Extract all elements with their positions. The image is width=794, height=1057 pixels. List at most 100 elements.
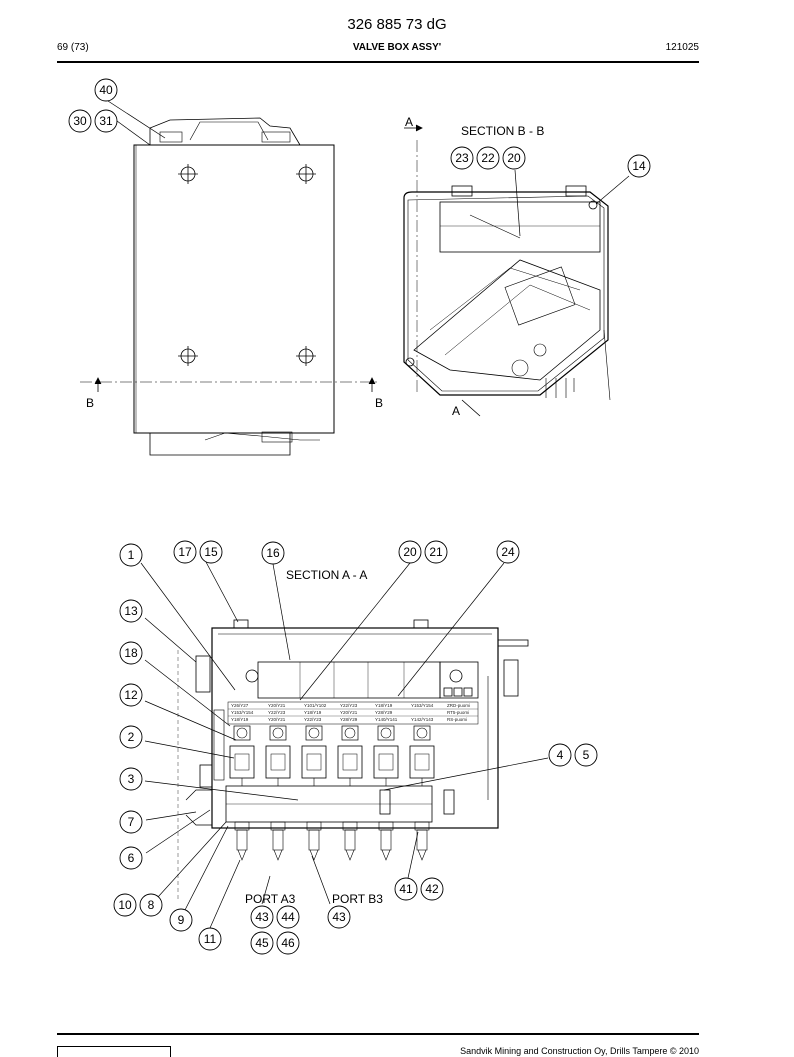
balloon-item: 5: [574, 743, 598, 767]
balloon-item: 9: [169, 908, 193, 932]
balloon-item: 24: [496, 540, 520, 564]
brand-logo: [57, 1046, 171, 1057]
solenoid-valve-bank: [229, 725, 435, 786]
valve-label-text: Y18/Y19: [231, 717, 249, 722]
balloon-number: 12: [124, 688, 138, 702]
balloon-item: 10: [113, 893, 137, 917]
balloon-item: 11: [198, 927, 222, 951]
valve-label-text: Y142/Y143: [411, 717, 434, 722]
valve-label-text: RT5-puomi: [447, 710, 469, 715]
section-bb-view: [403, 124, 611, 417]
balloon-number: 18: [124, 646, 138, 660]
port-b3-label: PORT B3: [332, 892, 383, 906]
port-fitting: [306, 821, 322, 861]
balloon-item: 41: [394, 877, 418, 901]
balloon-item: 4: [548, 743, 572, 767]
balloon-item: 46: [276, 931, 300, 955]
footer-copyright: Sandvik Mining and Construction Oy, Dril…: [460, 1046, 699, 1056]
balloon-number: 4: [557, 748, 564, 762]
balloon-number: 1: [128, 548, 135, 562]
valve-label-text: Y22/Y23: [304, 717, 322, 722]
balloon-item: 7: [119, 810, 143, 834]
balloon-item: 43: [327, 905, 351, 929]
balloon-item: 30: [68, 109, 92, 133]
balloon-item: 3: [119, 767, 143, 791]
valve-label-text: Y153/Y154: [231, 710, 254, 715]
balloon-number: 40: [99, 83, 113, 97]
solenoid-valve: [409, 725, 435, 786]
balloon-number: 43: [332, 910, 346, 924]
balloon-number: 21: [429, 545, 443, 559]
balloon-item: 20: [502, 146, 526, 170]
balloon-item: 44: [276, 905, 300, 929]
cut-marker-a-top: A: [405, 115, 413, 129]
balloon-number: 11: [204, 932, 217, 946]
balloon-number: 13: [124, 604, 138, 618]
balloon-number: 42: [425, 882, 439, 896]
valve-label-text: Y20/Y21: [340, 710, 358, 715]
solenoid-valve: [301, 725, 327, 786]
balloon-item: 42: [420, 877, 444, 901]
balloon-item: 23: [450, 146, 474, 170]
balloon-item: 31: [94, 109, 118, 133]
balloon-number: 8: [148, 898, 155, 912]
balloon-number: 20: [507, 151, 521, 165]
balloon-number: 7: [128, 815, 135, 829]
balloon-number: 20: [403, 545, 417, 559]
port-a3-label: PORT A3: [245, 892, 296, 906]
valve-label-text: Y101/Y102: [304, 703, 327, 708]
mount-bolt-icon: [178, 164, 316, 366]
cut-marker-b-right: B: [375, 396, 383, 410]
balloon-item: 21: [424, 540, 448, 564]
port-fitting: [414, 821, 430, 861]
balloon-item: 18: [119, 641, 143, 665]
balloon-item: 6: [119, 846, 143, 870]
solenoid-valve: [229, 725, 255, 786]
valve-label-text: RS-puomi: [447, 717, 467, 722]
balloon-number: 22: [481, 151, 495, 165]
solenoid-valve: [265, 725, 291, 786]
balloon-item: 17: [173, 540, 197, 564]
port-fittings: [234, 821, 430, 861]
balloon-number: 23: [455, 151, 469, 165]
valve-label-text: Y22/Y23: [340, 703, 358, 708]
balloon-number: 15: [204, 545, 218, 559]
valve-label-text: Y18/Y19: [304, 710, 322, 715]
valve-label-text: Y140/Y141: [375, 717, 398, 722]
balloon-item: 1: [119, 543, 143, 567]
balloon-number: 44: [281, 910, 295, 924]
document-title: VALVE BOX ASSY': [352, 42, 442, 53]
balloon-item: 12: [119, 683, 143, 707]
section-aa-label: SECTION A - A: [286, 568, 367, 582]
balloon-number: 2: [128, 730, 135, 744]
valve-label-text: Y26/Y27: [231, 703, 249, 708]
balloon-number: 10: [118, 898, 132, 912]
port-fitting: [270, 821, 286, 861]
balloon-number: 24: [501, 545, 515, 559]
valve-label-text: Y22/Y23: [268, 710, 286, 715]
valve-label-text: Y20/Y21: [268, 703, 286, 708]
balloon-item: 14: [627, 154, 651, 178]
balloon-item: 22: [476, 146, 500, 170]
balloon-number: 3: [128, 772, 135, 786]
page-number: 69 (73): [57, 42, 89, 53]
front-view: [80, 117, 380, 456]
valve-label-text: Y153/Y154: [411, 703, 434, 708]
document-number: 326 885 73 dG: [347, 16, 447, 33]
balloon-item: 43: [250, 905, 274, 929]
port-fitting: [342, 821, 358, 861]
balloon-number: 9: [178, 913, 185, 927]
valve-label-text: Y18/Y19: [375, 703, 393, 708]
balloon-number: 6: [128, 851, 135, 865]
balloon-number: 43: [255, 910, 269, 924]
valve-label-text: Y28/Y29: [375, 710, 393, 715]
header-rule: [57, 61, 699, 63]
balloon-item: 40: [94, 78, 118, 102]
balloon-number: 45: [255, 936, 269, 950]
port-fitting: [234, 821, 250, 861]
document-date: 121025: [665, 42, 699, 53]
solenoid-valve: [337, 725, 363, 786]
balloon-number: 31: [99, 114, 113, 128]
port-fitting: [378, 821, 394, 861]
